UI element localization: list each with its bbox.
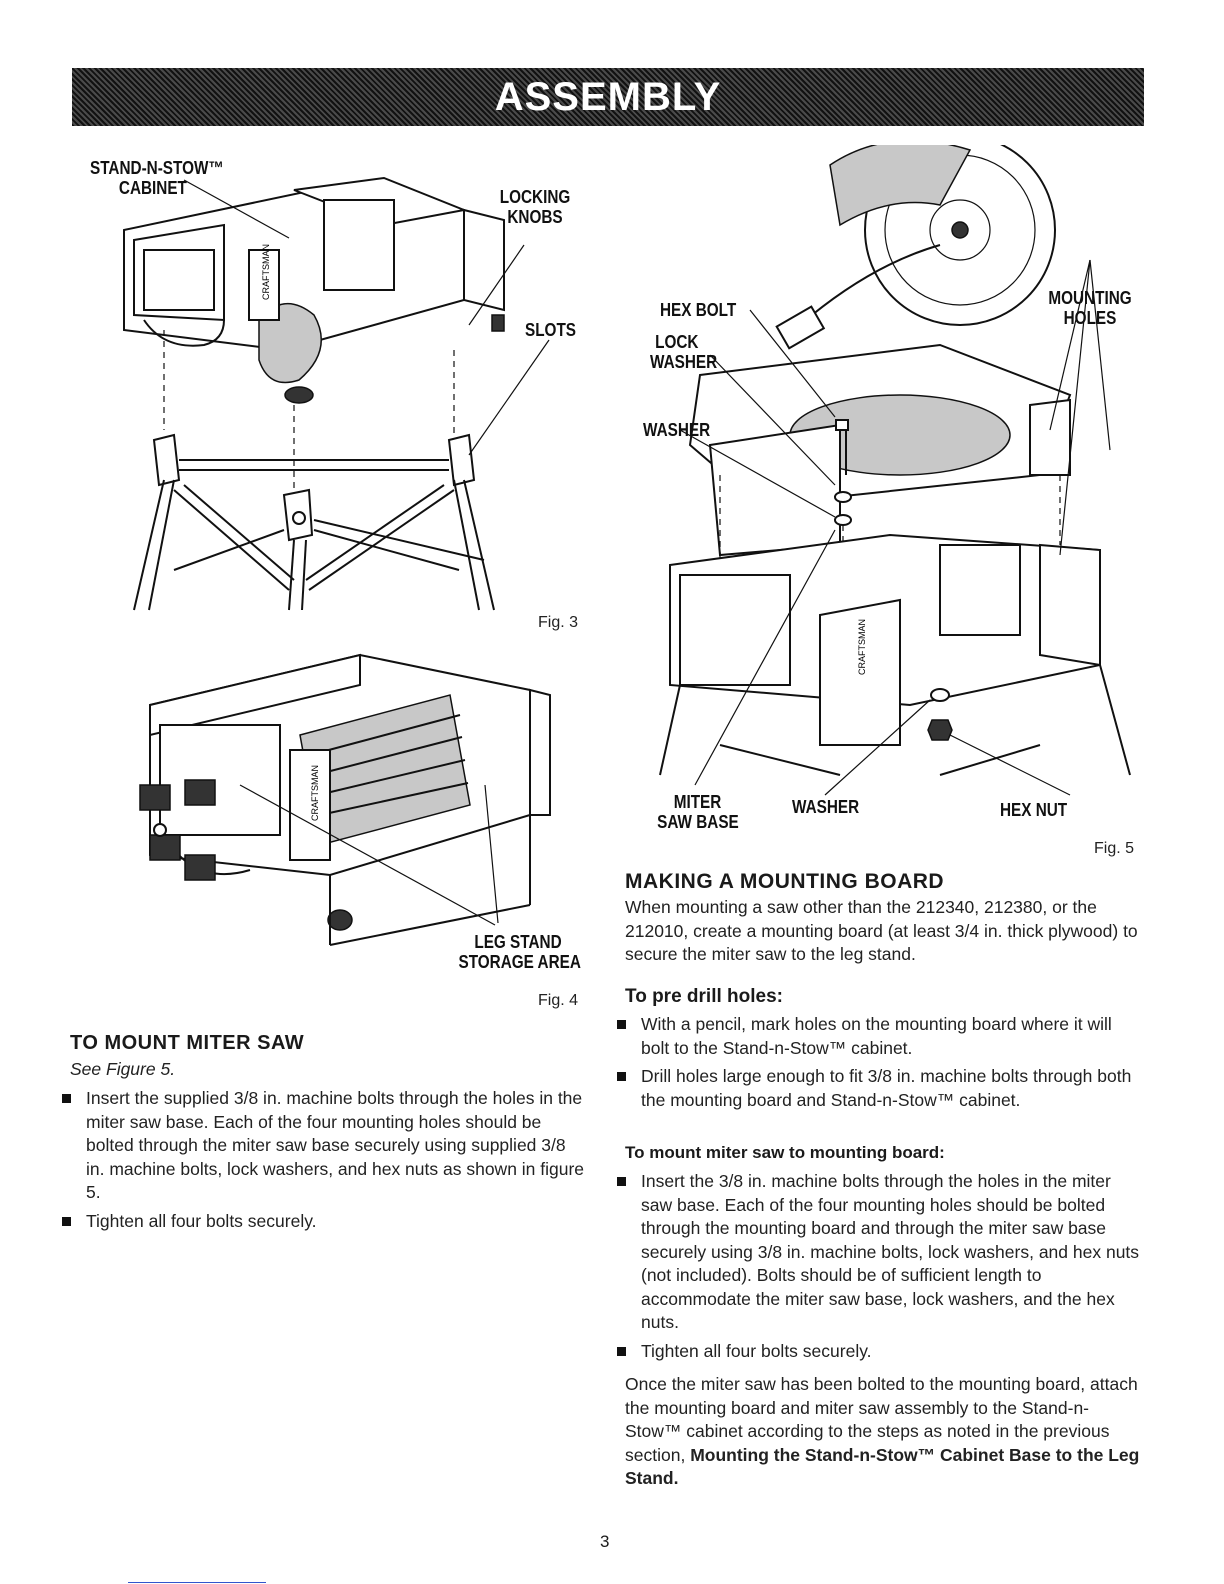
mount-miter-saw-list: Insert the supplied 3/8 in. machine bolt… xyxy=(58,1087,588,1238)
to-mount-miter-saw-heading: TO MOUNT MITER SAW xyxy=(70,1032,305,1054)
callout-text-cabinet-1: STAND-N-STOW™ xyxy=(90,158,224,178)
callout-text-leg-2: STORAGE AREA xyxy=(458,952,581,972)
callout-text-locking-2: KNOBS xyxy=(507,207,563,227)
callout-text-locking-1: LOCKING xyxy=(499,187,571,207)
figure-3-illustration: CRAFTSMAN xyxy=(123,176,550,611)
callout-text-lock-1: LOCK xyxy=(655,332,699,352)
storage-brand: CRAFTSMAN xyxy=(310,765,320,821)
section-banner: ASSEMBLY xyxy=(72,68,1144,126)
closing-text: Once the miter saw has been bolted to th… xyxy=(625,1374,1138,1465)
list-item: Drill holes large enough to fit 3/8 in. … xyxy=(613,1065,1143,1112)
callout-text-mounting-2: HOLES xyxy=(1063,308,1117,328)
miter-saw-base-callout: MITER SAW BASE xyxy=(657,792,739,832)
callout-text-hex-nut: HEX NUT xyxy=(1000,800,1068,820)
hex-bolt-callout: HEX BOLT xyxy=(660,300,736,320)
page-number: 3 xyxy=(600,1532,610,1551)
washer-top-callout: WASHER xyxy=(643,420,710,440)
making-mounting-board-heading: MAKING A MOUNTING BOARD xyxy=(625,870,945,893)
section-title: ASSEMBLY xyxy=(494,74,722,119)
stand-n-stow-cabinet-callout: STAND-N-STOW™ CABINET xyxy=(90,158,224,198)
cabinet-brand: CRAFTSMAN xyxy=(261,244,271,300)
fig-4-label: Fig. 4 xyxy=(538,992,579,1009)
list-item: Insert the 3/8 in. machine bolts through… xyxy=(613,1170,1143,1335)
pre-drill-list: With a pencil, mark holes on the mountin… xyxy=(613,1013,1143,1117)
closing-paragraph: Once the miter saw has been bolted to th… xyxy=(625,1373,1140,1491)
mounting-board-intro: When mounting a saw other than the 21234… xyxy=(625,897,1138,964)
callout-text-miter-1: MITER xyxy=(673,792,722,812)
list-item: With a pencil, mark holes on the mountin… xyxy=(613,1013,1143,1060)
leg-stand-storage-callout: LEG STAND STORAGE AREA xyxy=(458,932,581,972)
mount-to-board-list: Insert the 3/8 in. machine bolts through… xyxy=(613,1170,1143,1368)
fig-3-label: Fig. 3 xyxy=(538,614,579,631)
mounting-holes-callout: MOUNTING HOLES xyxy=(1043,288,1137,328)
washer-bottom-callout: WASHER xyxy=(792,797,859,817)
callout-text-hex-bolt: HEX BOLT xyxy=(660,300,737,320)
callout-text-miter-2: SAW BASE xyxy=(657,812,739,832)
figure-5-illustration: CRAFTSMAN xyxy=(659,145,1131,796)
figure-4-illustration: CRAFTSMAN xyxy=(139,653,551,946)
fig-5-label: Fig. 5 xyxy=(1094,840,1135,857)
callout-text-mounting-1: MOUNTING xyxy=(1048,288,1132,308)
see-figure-note: See Figure 5. xyxy=(70,1059,176,1079)
mount-to-board-heading: To mount miter saw to mounting board: xyxy=(625,1143,945,1162)
list-item: Tighten all four bolts securely. xyxy=(58,1210,588,1234)
slots-callout: SLOTS xyxy=(525,320,576,340)
pre-drill-heading: To pre drill holes: xyxy=(625,986,783,1007)
callout-text-washer-bottom: WASHER xyxy=(792,797,860,817)
hex-nut-callout: HEX NUT xyxy=(1000,800,1067,820)
lock-washer-callout: LOCK WASHER xyxy=(650,332,717,372)
callout-text-lock-2: WASHER xyxy=(650,352,718,372)
callout-text-slots: SLOTS xyxy=(525,320,577,340)
locking-knobs-callout: LOCKING KNOBS xyxy=(493,187,578,227)
cabinet-brand-fig5: CRAFTSMAN xyxy=(857,619,867,675)
callout-text-washer-top: WASHER xyxy=(643,420,711,440)
bottom-rule xyxy=(128,1582,266,1583)
closing-bold-reference: Mounting the Stand-n-Stow™ Cabinet Base … xyxy=(625,1444,1140,1489)
callout-text-cabinet-2: CABINET xyxy=(118,178,187,198)
list-item: Insert the supplied 3/8 in. machine bolt… xyxy=(58,1087,588,1205)
callout-text-leg-1: LEG STAND xyxy=(474,932,562,952)
list-item: Tighten all four bolts securely. xyxy=(613,1340,1143,1364)
